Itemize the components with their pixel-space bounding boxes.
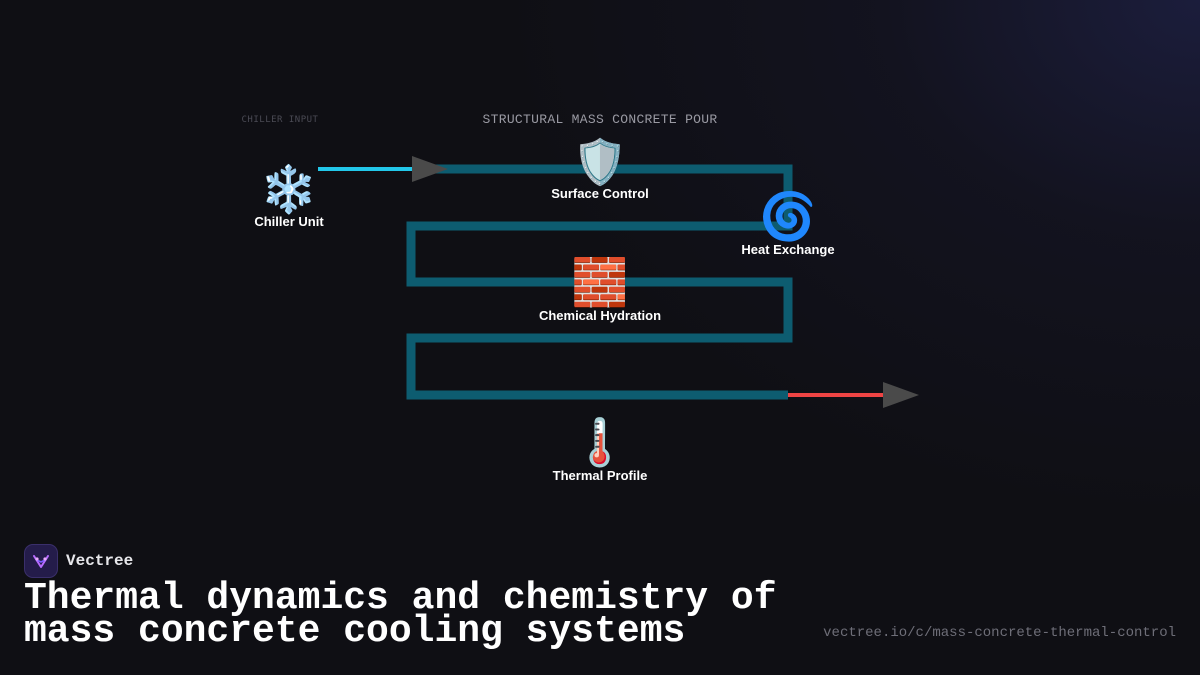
node-heat-exchange: 🌀 Heat Exchange <box>741 188 834 257</box>
node-chemical-hydration: 🧱 Chemical Hydration <box>539 255 661 323</box>
inlet-arrowhead <box>412 156 448 182</box>
brand-name: Vectree <box>66 552 134 570</box>
node-surface-control: 🛡️ Surface Control <box>551 137 649 201</box>
chemical-hydration-label: Chemical Hydration <box>539 308 661 323</box>
thermal-profile-label: Thermal Profile <box>553 468 648 483</box>
page-title: Thermal dynamics and chemistry of mass c… <box>24 577 777 653</box>
page-url[interactable]: vectree.io/c/mass-concrete-thermal-contr… <box>823 625 1176 641</box>
chiller-input-caption: CHILLER INPUT <box>242 115 319 125</box>
cyclone-icon: 🌀 <box>759 188 816 243</box>
brand: Vectree <box>24 544 133 578</box>
surface-control-label: Surface Control <box>551 186 649 201</box>
vectree-logo-icon <box>24 544 58 578</box>
node-chiller-unit: ❄️ Chiller Unit <box>254 162 324 229</box>
outlet-arrowhead <box>883 382 919 408</box>
snowflake-icon: ❄️ <box>260 162 317 216</box>
shield-icon: 🛡️ <box>573 137 628 188</box>
thermometer-icon: 🌡️ <box>571 415 628 469</box>
heat-exchange-label: Heat Exchange <box>741 242 834 257</box>
node-thermal-profile: 🌡️ Thermal Profile <box>553 415 648 483</box>
cooling-pipe-loop <box>406 164 793 400</box>
chiller-unit-label: Chiller Unit <box>254 214 324 229</box>
brick-icon: 🧱 <box>571 255 628 309</box>
section-title: STRUCTURAL MASS CONCRETE POUR <box>483 112 718 127</box>
